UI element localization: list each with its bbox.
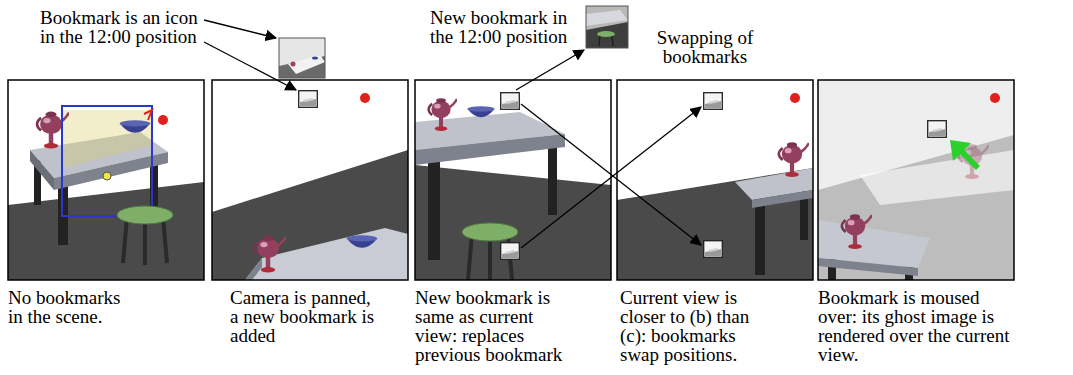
panel-caption: Current view is closer to (b) than (c): …: [620, 288, 776, 364]
panel-caption: No bookmarks in the scene.: [8, 288, 132, 326]
thumbnail-floor: [279, 56, 325, 78]
scene-panel: [415, 80, 611, 280]
floor: [212, 150, 408, 280]
bookmark-icon: [928, 121, 947, 138]
teapot: [429, 98, 457, 131]
annotation-label: Bookmark is an icon in the 12:00 positio…: [40, 8, 210, 46]
selection-marker: [144, 110, 152, 120]
thumbnail-table: [586, 10, 628, 26]
thumbnail-bowl: [312, 56, 318, 59]
bowl: [468, 106, 495, 117]
bookmark-thumbnail: [279, 38, 325, 78]
panel-border: [415, 80, 611, 280]
sky: [8, 80, 204, 280]
scene-panel: [818, 80, 1014, 280]
ghost-table: [860, 150, 1014, 205]
red-marker: [158, 115, 168, 125]
thumbnail-border: [279, 38, 325, 78]
panel-border: [818, 80, 1014, 280]
teapot: [254, 236, 286, 273]
panel-caption: New bookmark is same as current view: re…: [415, 288, 568, 364]
table-edge: [818, 258, 918, 276]
teapot: [779, 142, 809, 177]
panel-border: [8, 80, 204, 280]
center-dot: [103, 172, 111, 180]
sky: [818, 80, 1014, 280]
panel-border: [212, 80, 408, 280]
sky: [617, 80, 813, 280]
floor: [415, 165, 611, 280]
sky: [212, 80, 408, 280]
selection-plane: [62, 110, 152, 168]
thumbnail-ground: [279, 38, 325, 78]
table-edge: [30, 150, 54, 190]
bookmark-icon: [704, 93, 723, 110]
leader-arrow: [516, 50, 584, 90]
table-edge: [245, 258, 262, 280]
thumbnail-teapot: [291, 62, 296, 67]
bowl: [347, 235, 378, 247]
thumbnail-floor: [586, 22, 628, 48]
leader-arrow: [204, 20, 276, 38]
panel-caption: Bookmark is moused over: its ghost image…: [818, 288, 1020, 364]
leader-arrow: [204, 42, 296, 90]
panel-caption: Camera is panned, a new bookmark is adde…: [230, 288, 380, 345]
red-marker: [360, 93, 370, 103]
stool: [117, 206, 173, 265]
scene-panel: [617, 80, 813, 280]
bookmark-icon: [501, 93, 520, 110]
scene-panel: [8, 80, 204, 280]
bowl: [120, 120, 151, 132]
thumbnail-table: [288, 55, 325, 74]
annotation-label: Swapping of bookmarks: [640, 28, 770, 66]
thumbnail-border: [586, 6, 628, 48]
annotation-label: New bookmark in the 12:00 position: [430, 8, 582, 46]
thumbnail-stool: [597, 31, 615, 37]
floor: [617, 168, 813, 280]
teapot: [37, 112, 69, 149]
bookmark-icon: [299, 91, 318, 108]
sky: [415, 80, 611, 280]
table-leg: [428, 160, 440, 260]
swap-arrow: [521, 107, 701, 248]
table-edge: [415, 134, 565, 165]
table-leg: [548, 145, 557, 215]
red-marker: [990, 93, 1000, 103]
red-marker: [790, 93, 800, 103]
mouse-arrow: [950, 140, 980, 170]
thumbnail-ground: [586, 6, 628, 48]
bookmark-icon: [704, 241, 723, 258]
scene-panel: [212, 80, 408, 280]
bookmark-icon: [501, 243, 520, 260]
selection-box: [62, 106, 152, 216]
floor: [818, 135, 1014, 280]
teapot: [842, 214, 872, 249]
swap-arrow: [521, 104, 701, 245]
table-top: [245, 228, 408, 280]
table-edge: [752, 190, 813, 208]
bookmark-thumbnail: [586, 6, 628, 48]
panel-border: [617, 80, 813, 280]
